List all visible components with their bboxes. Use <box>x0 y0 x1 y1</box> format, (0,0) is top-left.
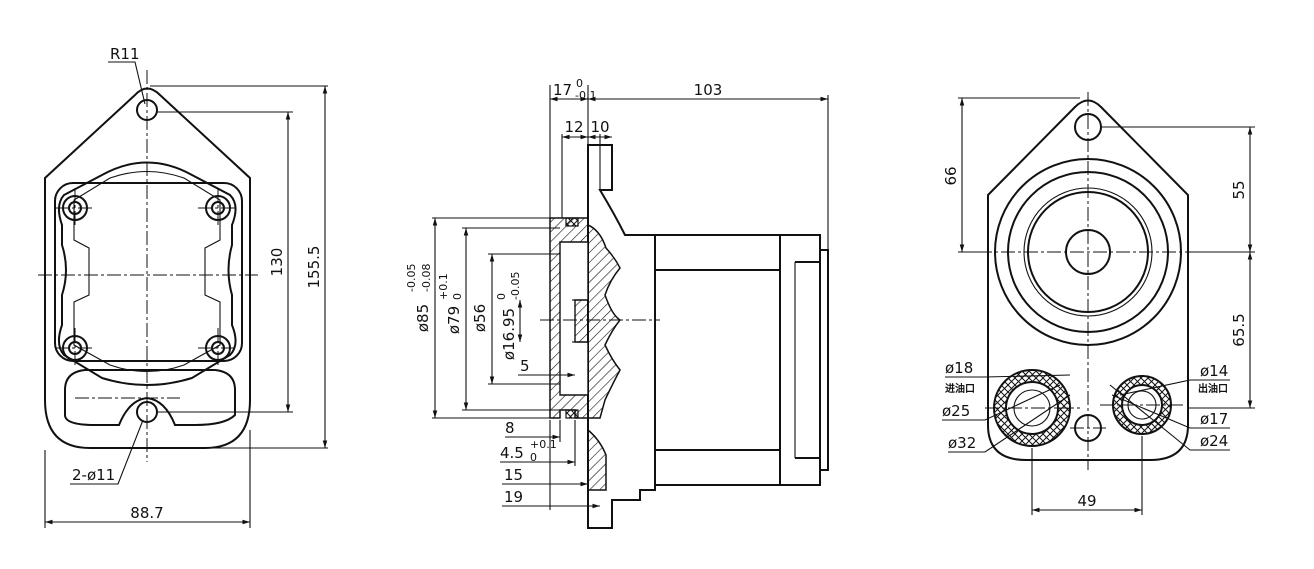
side-flange <box>587 144 656 529</box>
svg-text:5: 5 <box>520 357 530 375</box>
front-cavity-inner <box>73 171 221 372</box>
svg-text:-0.08: -0.08 <box>420 264 433 292</box>
front-h155-label: 155.5 <box>305 246 323 289</box>
front-lower-slot <box>64 369 236 426</box>
svg-text:12: 12 <box>564 118 583 136</box>
svg-text:19: 19 <box>504 488 523 506</box>
front-outline <box>44 87 251 449</box>
svg-text:ø32: ø32 <box>948 434 976 452</box>
rear-dims: 66 55 65.5 49 ø18 进油口 ø25 ø32 ø14 出油口 ø1… <box>942 97 1255 515</box>
front-radius-label: R11 <box>110 45 140 63</box>
rear-view: 66 55 65.5 49 ø18 进油口 ø25 ø32 ø14 出油口 ø1… <box>942 92 1255 515</box>
svg-text:ø14: ø14 <box>1200 362 1228 380</box>
front-view: R11 2-ø11 130 155.5 88.7 <box>38 45 328 528</box>
svg-text:ø79: ø79 <box>445 306 463 334</box>
svg-text:0: 0 <box>495 293 508 300</box>
svg-text:10: 10 <box>590 118 609 136</box>
svg-text:ø17: ø17 <box>1200 410 1228 428</box>
side-view: 17 0 -0.1 103 12 10 ø85 -0.05 -0.08 ø79 … <box>405 77 829 529</box>
svg-text:ø25: ø25 <box>942 402 970 420</box>
front-cavity <box>58 161 237 386</box>
svg-text:0: 0 <box>451 293 464 300</box>
side-body <box>654 234 781 486</box>
svg-text:ø24: ø24 <box>1200 432 1228 450</box>
svg-text:出油口: 出油口 <box>1198 382 1228 395</box>
side-length-label: 103 <box>694 81 723 99</box>
svg-text:ø18: ø18 <box>945 359 973 377</box>
svg-text:-0.1: -0.1 <box>575 89 596 102</box>
front-dims: R11 2-ø11 130 155.5 88.7 <box>44 45 328 528</box>
svg-text:+0.1: +0.1 <box>530 438 557 451</box>
side-flange-thk: 17 <box>553 81 572 99</box>
svg-text:ø85: ø85 <box>414 304 432 332</box>
front-h130-label: 130 <box>268 248 286 277</box>
rear-outline <box>987 99 1189 461</box>
svg-text:0: 0 <box>530 451 537 464</box>
svg-text:-0.05: -0.05 <box>509 272 522 300</box>
svg-text:65.5: 65.5 <box>1230 313 1248 346</box>
front-width-label: 88.7 <box>130 504 163 522</box>
front-flange <box>54 182 243 362</box>
svg-text:49: 49 <box>1077 492 1096 510</box>
svg-text:ø16.95: ø16.95 <box>500 308 518 360</box>
svg-text:66: 66 <box>942 166 960 185</box>
svg-text:4.5: 4.5 <box>500 444 524 462</box>
svg-text:ø56: ø56 <box>471 304 489 332</box>
svg-text:-0.05: -0.05 <box>405 264 418 292</box>
side-dims: 17 0 -0.1 103 12 10 ø85 -0.05 -0.08 ø79 … <box>405 77 829 510</box>
svg-text:8: 8 <box>505 419 515 437</box>
front-holes-label: 2-ø11 <box>72 466 115 484</box>
svg-text:进油口: 进油口 <box>945 382 975 395</box>
svg-text:+0.1: +0.1 <box>437 273 450 300</box>
svg-text:15: 15 <box>504 466 523 484</box>
side-rear-cap <box>779 234 821 486</box>
svg-text:0: 0 <box>576 77 583 90</box>
svg-text:55: 55 <box>1230 180 1248 199</box>
